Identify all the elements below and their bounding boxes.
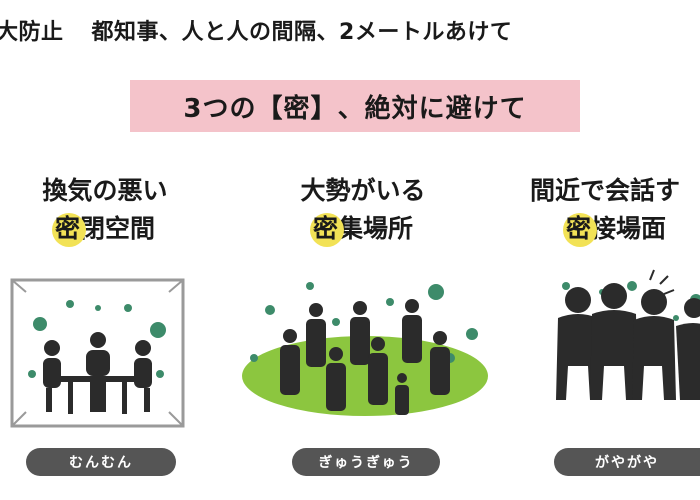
virus-icon: [28, 300, 166, 378]
panel-1-mitsu: 密: [51, 210, 87, 248]
crowd-icon: [242, 282, 488, 416]
panel-2-pill: ぎゅうぎゅう: [292, 448, 440, 476]
panel-1-pill: むんむん: [26, 448, 176, 476]
panel-1-caption: 換気の悪い 密閉空間: [10, 172, 200, 248]
banner-key: 密: [283, 93, 311, 124]
meeting-room-icon: [10, 278, 185, 428]
panel-3-mitsu: 密: [562, 210, 598, 248]
panel-2-line2: 集場所: [338, 214, 414, 243]
panel-2-line1: 大勢がいる: [300, 176, 426, 205]
headline-right: 都知事、人と人の間隔、2メートルあけて: [91, 20, 513, 45]
headline: 大防止 都知事、人と人の間隔、2メートルあけて: [0, 14, 696, 46]
panel-2-caption: 大勢がいる 密集場所: [268, 172, 458, 248]
panel-3-line2: 接場面: [591, 214, 667, 243]
three-mitsu-banner: 3つの 【 密 】 、絶対に避けて: [130, 80, 580, 132]
banner-pre: 3つの: [183, 93, 257, 124]
banner-bracket-open: 【: [256, 93, 284, 124]
headline-left: 大防止: [0, 20, 64, 45]
virus-icon: [250, 282, 478, 363]
panel-3-line1: 間近で会話す: [530, 176, 681, 205]
panel-2-mitsu: 密: [309, 210, 345, 248]
panel-1-line2: 閉空間: [80, 214, 156, 243]
panel-3-pill: がやがや: [554, 448, 700, 476]
chatter-lines: [649, 269, 675, 295]
panel-3-caption: 間近で会話す 密接場面: [530, 172, 700, 248]
banner-post: 、絶対に避けて: [337, 93, 527, 124]
panel-1-line1: 換気の悪い: [42, 176, 168, 205]
conversation-icon: [556, 269, 700, 400]
banner-bracket-close: 】: [310, 93, 338, 124]
